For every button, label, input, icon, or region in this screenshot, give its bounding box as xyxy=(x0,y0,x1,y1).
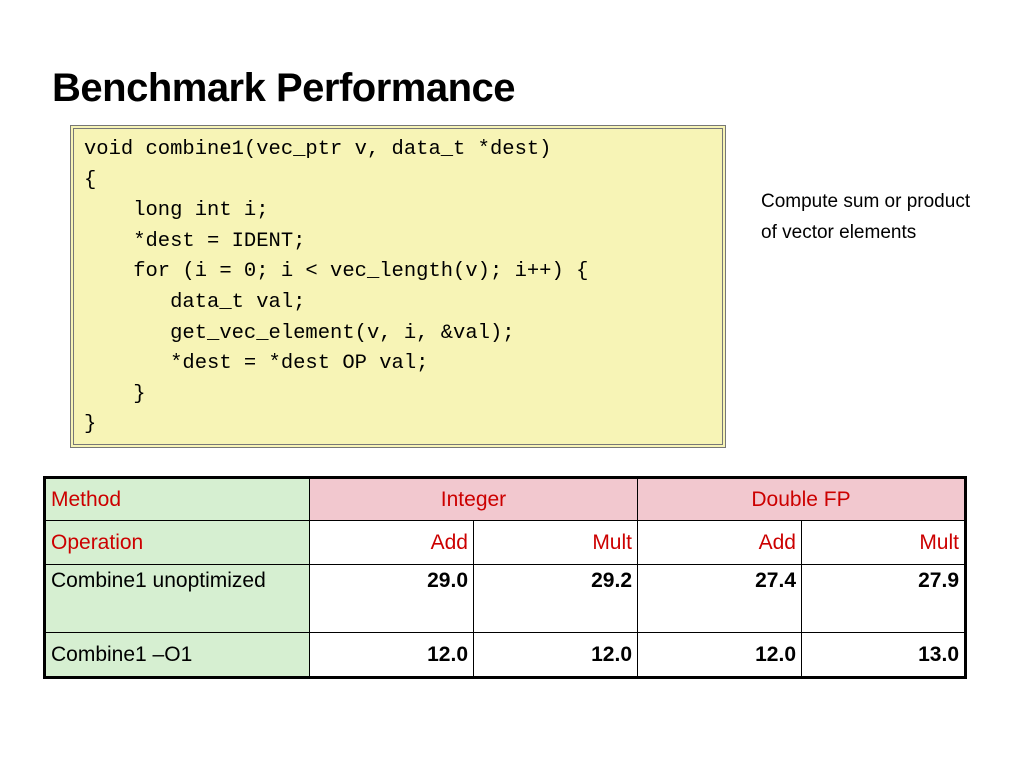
op-integer-mult: Mult xyxy=(473,520,638,565)
code-line: *dest = IDENT; xyxy=(84,229,306,253)
code-text: void combine1(vec_ptr v, data_t *dest) {… xyxy=(84,135,712,441)
op-double-mult: Mult xyxy=(801,520,966,565)
code-line: } xyxy=(84,413,97,437)
code-line: } xyxy=(84,382,146,406)
table-row: Combine1 –O1 12.0 12.0 12.0 13.0 xyxy=(44,632,966,678)
value-cell: 29.2 xyxy=(473,564,638,633)
operation-label: Operation xyxy=(44,520,310,565)
row-label: Combine1 unoptimized xyxy=(44,564,310,633)
table-operation-row: Operation Add Mult Add Mult xyxy=(44,520,966,565)
value-cell: 12.0 xyxy=(637,632,802,678)
code-line: long int i; xyxy=(84,199,269,223)
code-line: void combine1(vec_ptr v, data_t *dest) xyxy=(84,138,552,161)
header-double-fp: Double FP xyxy=(637,477,966,521)
header-method: Method xyxy=(44,477,310,521)
benchmark-table: Method Integer Double FP Operation Add M… xyxy=(43,476,967,679)
code-block: void combine1(vec_ptr v, data_t *dest) {… xyxy=(70,125,726,448)
op-integer-add: Add xyxy=(309,520,474,565)
code-line: *dest = *dest OP val; xyxy=(84,352,429,376)
table-header-row: Method Integer Double FP xyxy=(44,477,966,521)
value-cell: 12.0 xyxy=(473,632,638,678)
value-cell: 27.4 xyxy=(637,564,802,633)
value-cell: 12.0 xyxy=(309,632,474,678)
value-cell: 29.0 xyxy=(309,564,474,633)
code-line: { xyxy=(84,168,97,192)
op-double-add: Add xyxy=(637,520,802,565)
code-line: get_vec_element(v, i, &val); xyxy=(84,321,515,345)
header-integer: Integer xyxy=(309,477,638,521)
code-line: for (i = 0; i < vec_length(v); i++) { xyxy=(84,260,589,284)
side-note: Compute sum or product of vector element… xyxy=(761,191,971,243)
row-label: Combine1 –O1 xyxy=(44,632,310,678)
value-cell: 27.9 xyxy=(801,564,966,633)
value-cell: 13.0 xyxy=(801,632,966,678)
table-row: Combine1 unoptimized 29.0 29.2 27.4 27.9 xyxy=(44,564,966,633)
slide-title: Benchmark Performance xyxy=(52,66,516,110)
code-line: data_t val; xyxy=(84,290,306,314)
